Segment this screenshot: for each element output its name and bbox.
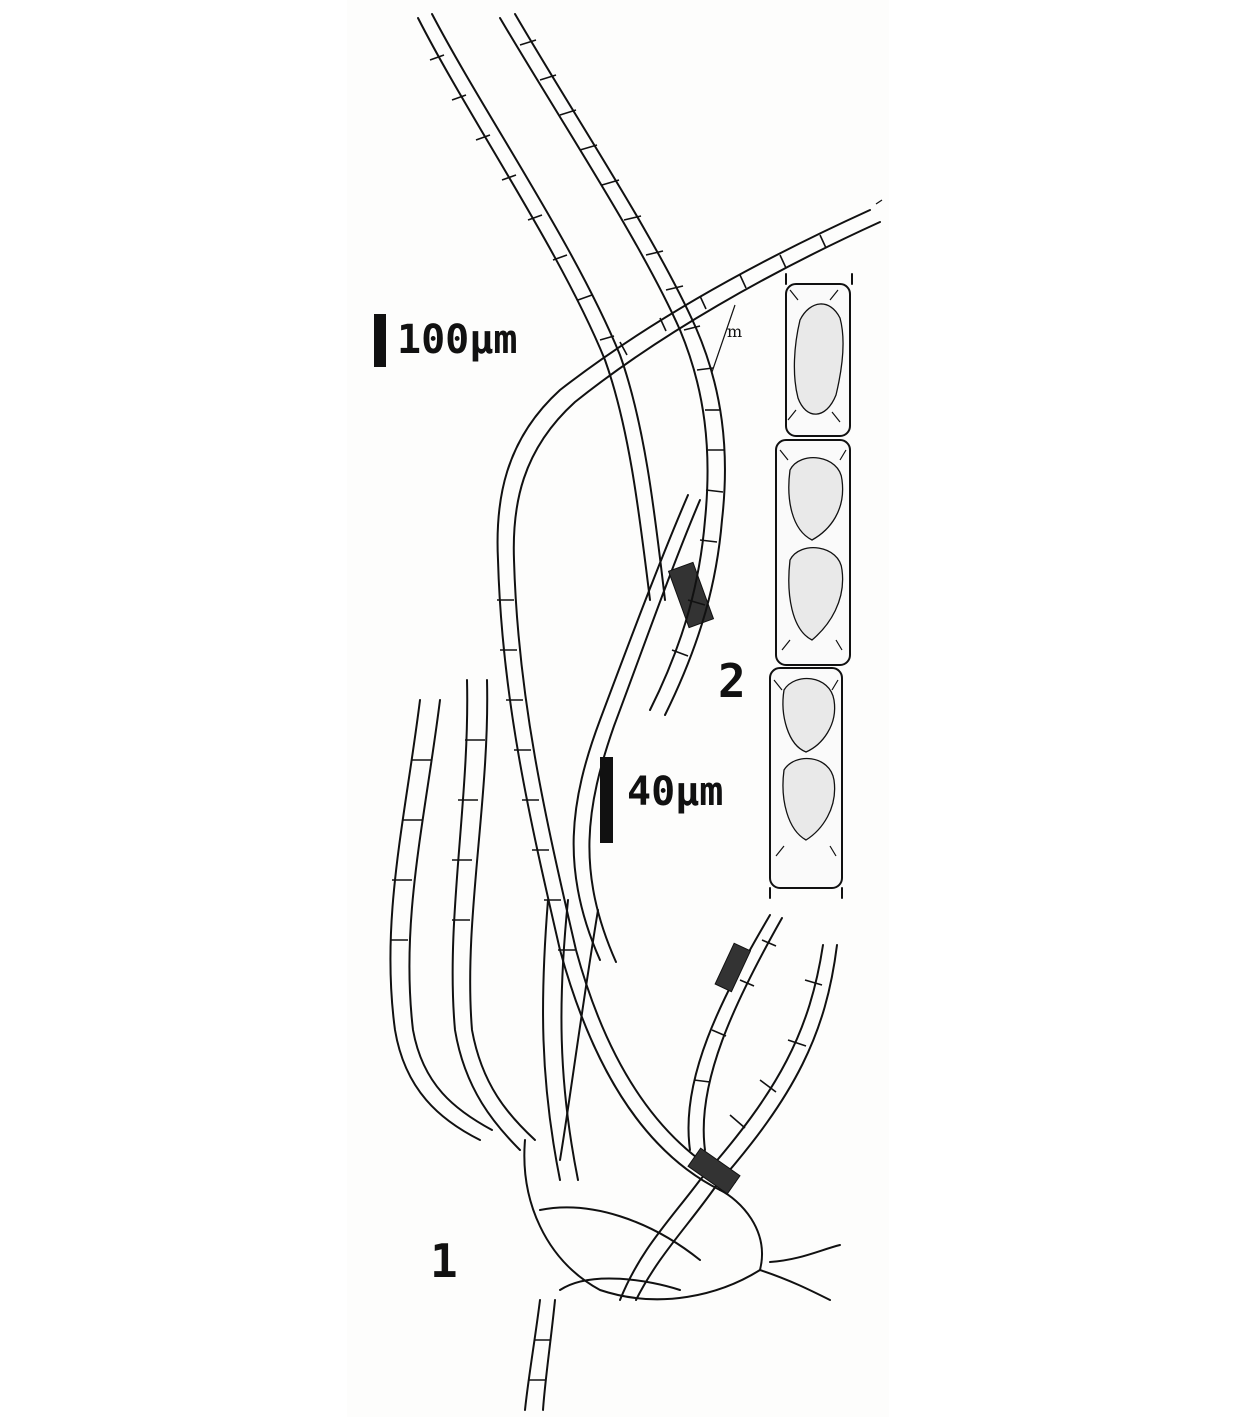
annotation-leader-line bbox=[711, 304, 736, 373]
scale-bar-40-label: 40µm bbox=[627, 769, 724, 815]
panel-2-cells bbox=[769, 273, 853, 899]
panel-2-number: 2 bbox=[718, 654, 746, 708]
panel-1-filaments bbox=[389, 13, 881, 1411]
scale-bar-40 bbox=[600, 757, 613, 843]
corner-tick bbox=[875, 199, 883, 205]
annotation-m: m bbox=[727, 322, 743, 341]
filament-m bbox=[499, 13, 736, 716]
scale-bar-100 bbox=[374, 314, 386, 367]
scale-bar-100-label: 100µm bbox=[397, 317, 518, 363]
panel-1-number: 1 bbox=[430, 1234, 458, 1288]
